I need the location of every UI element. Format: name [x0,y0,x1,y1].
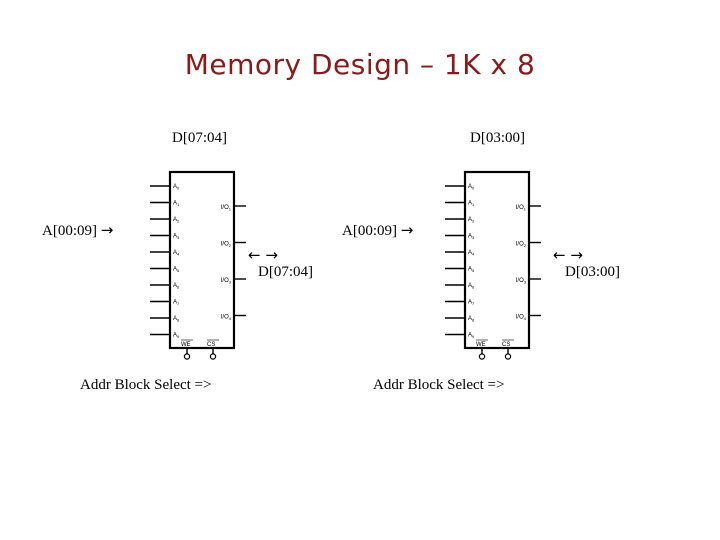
address-pin-label: A6 [173,283,180,290]
double-arrow-icon: ← → [553,246,583,264]
io-pin-label: I/O1 [221,205,232,212]
chip2-bidirectional-arrows: ← → [553,246,583,265]
control-pin-label: WE [181,342,191,348]
address-pin-label: A2 [173,217,180,224]
inversion-bubble-icon [183,353,191,360]
chip-body [463,170,531,350]
chip1-right-data-label: D[07:04] [258,264,313,280]
address-pin-label: A4 [173,250,180,257]
address-pin-label: A9 [468,333,475,340]
address-pin-label: A3 [468,234,475,241]
io-pin-label: I/O4 [221,315,232,322]
inversion-bubble-icon [209,353,217,360]
address-pin-label: A2 [468,217,475,224]
address-pin-label: A0 [468,184,475,191]
chip1-data-label: D[07:04] [172,130,227,146]
address-pin-label: A5 [468,267,475,274]
inversion-bubble-icon [504,353,512,360]
io-pin-label: I/O4 [516,315,527,322]
address-pin-label: A4 [468,250,475,257]
control-pin-label: CS [207,342,215,348]
address-pin-label: A8 [173,316,180,323]
double-arrow-icon: ← → [248,246,278,264]
chip1-address-label: A[00:09] → [42,221,114,239]
address-pin-label: A8 [468,316,475,323]
chip2-address-label: A[00:09] → [342,221,414,239]
page-title: Memory Design – 1K x 8 [184,48,536,81]
address-pin-label: A6 [468,283,475,290]
control-pin-label: CS [502,342,510,348]
arrow-right-icon: → [400,221,414,239]
inversion-bubble-icon [478,353,486,360]
address-pin-label: A1 [468,201,475,208]
io-pin-label: I/O3 [516,278,527,285]
chip1-bidirectional-arrows: ← → [248,246,278,265]
io-pin-label: I/O2 [221,242,232,249]
io-pin-label: I/O3 [221,278,232,285]
chip2-block-select-label: Addr Block Select => [373,377,505,393]
chip2-data-label: D[03:00] [470,130,525,146]
address-pin-label: A5 [173,267,180,274]
address-pin-label: A7 [173,300,180,307]
chip2-right-data-label: D[03:00] [565,264,620,280]
control-pin-label: WE [476,342,486,348]
address-pin-label: A9 [173,333,180,340]
io-pin-label: I/O2 [516,242,527,249]
chip1-block-select-label: Addr Block Select => [80,377,212,393]
arrow-right-icon: → [100,221,114,239]
address-pin-label: A1 [173,201,180,208]
address-pin-label: A0 [173,184,180,191]
address-pin-label: A7 [468,300,475,307]
io-pin-label: I/O1 [516,205,527,212]
address-pin-label: A3 [173,234,180,241]
chip-body [168,170,236,350]
